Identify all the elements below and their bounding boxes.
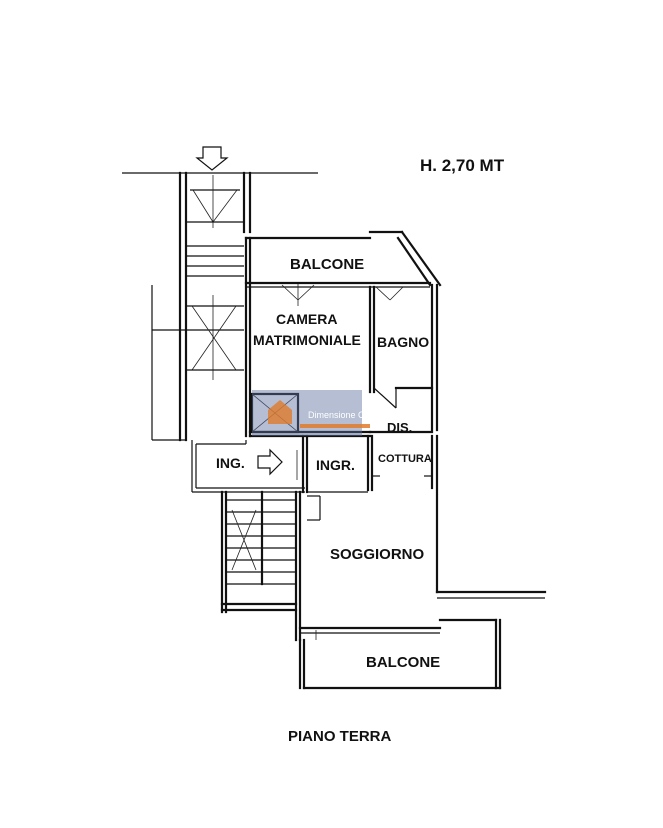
arrow-down-icon <box>195 146 229 171</box>
entrance-label: ING. <box>216 455 245 471</box>
room-label-camera: CAMERA <box>276 311 337 327</box>
room-label-ingr: INGR. <box>316 457 355 473</box>
height-note: H. 2,70 MT <box>420 156 505 175</box>
floor-label: PIANO TERRA <box>288 728 392 745</box>
watermark-logo: Dimensione Casa <box>252 390 379 436</box>
room-label-balcone-bottom: BALCONE <box>366 654 440 671</box>
room-label-dis: DIS. <box>387 420 412 435</box>
room-label-balcone-top: BALCONE <box>290 256 364 273</box>
apartment-walls <box>191 230 547 690</box>
arrow-right-icon <box>257 448 283 476</box>
lower-stair <box>220 490 298 614</box>
room-label-matrimoniale: MATRIMONIALE <box>253 332 361 348</box>
room-label-soggiorno: SOGGIORNO <box>330 546 425 563</box>
watermark-text: Dimensione Casa <box>308 410 379 420</box>
room-label-bagno: BAGNO <box>377 334 429 350</box>
room-label-cottura: COTTURA <box>378 453 432 465</box>
stair-tower-walls <box>122 171 318 442</box>
